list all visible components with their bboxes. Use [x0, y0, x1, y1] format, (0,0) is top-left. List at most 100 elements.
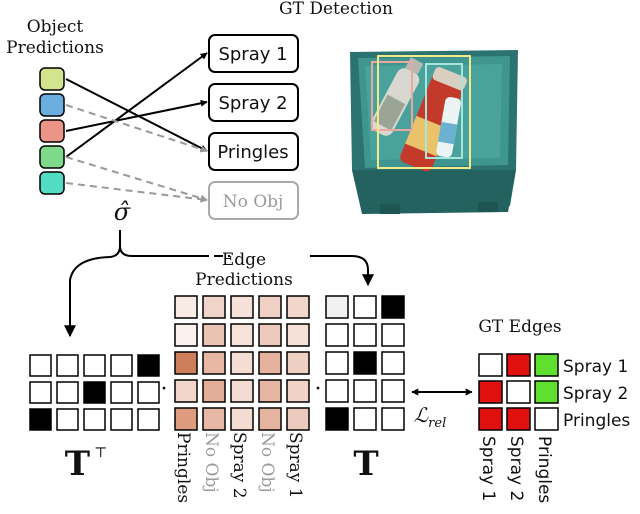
edge-pred-cell-3-3 [258, 379, 282, 403]
prediction-swatch-1 [39, 93, 65, 117]
gt-edge-cell-0-1 [506, 353, 531, 377]
gt-edge-cell-0-0 [478, 353, 503, 377]
dashed-link-2 [65, 182, 208, 203]
edge-pred-cell-1-0 [174, 323, 198, 347]
detection-box-spray2 [208, 83, 299, 122]
t-transpose-cell-0-0 [29, 354, 52, 377]
t-transpose-cell-0-2 [83, 354, 106, 377]
gt-edges-title: GT Edges [478, 317, 561, 337]
gt-detection-photo [345, 42, 525, 222]
detection-label-spray1: Spray 1 [218, 44, 287, 65]
t-cell-1-1 [353, 323, 377, 347]
t-matrix [325, 295, 405, 431]
edge-predictions-title-line2: Predictions [195, 270, 293, 290]
t-cell-0-1 [353, 295, 377, 319]
t-transpose-cell-2-1 [56, 408, 79, 431]
edge-pred-cell-3-0 [174, 379, 198, 403]
edge-axis-label-3: No Obj [257, 432, 277, 493]
edge-pred-cell-3-4 [286, 379, 310, 403]
edge-pred-cell-3-2 [230, 379, 254, 403]
t-cell-4-1 [353, 407, 377, 431]
t-transpose-cell-0-1 [56, 354, 79, 377]
edge-pred-cell-0-4 [286, 295, 310, 319]
t-cell-3-1 [353, 379, 377, 403]
edge-predictions-title-line1: Edge [222, 250, 266, 270]
edge-pred-cell-4-0 [174, 407, 198, 431]
solid-link-2 [65, 52, 208, 158]
t-transpose-matrix [29, 354, 160, 431]
prediction-swatch-0 [39, 67, 65, 91]
edge-pred-cell-1-3 [258, 323, 282, 347]
gt-edge-cell-1-2 [534, 380, 559, 404]
edge-pred-cell-4-4 [286, 407, 310, 431]
gt-edges-row-label-0: Spray 1 [563, 357, 628, 377]
edge-pred-cell-1-4 [286, 323, 310, 347]
object-predictions-title-line1: Object [27, 17, 84, 37]
t-cell-3-0 [325, 379, 349, 403]
solid-link-1 [65, 99, 208, 132]
dot-operator-2: · [315, 377, 322, 402]
gt-edge-cell-1-1 [506, 380, 531, 404]
t-transpose-cell-1-0 [29, 381, 52, 404]
detection-box-pringles [208, 132, 299, 171]
edge-axis-label-1: No Obj [201, 432, 221, 493]
t-transpose-cell-0-4 [137, 354, 160, 377]
edge-pred-cell-2-3 [258, 351, 282, 375]
edge-pred-cell-4-2 [230, 407, 254, 431]
gt-edges-col-labels: Spray 1 Spray 2 Pringles [478, 436, 554, 503]
prediction-swatches [39, 67, 65, 195]
gt-edge-cell-2-2 [534, 407, 559, 431]
gt-edge-cell-2-0 [478, 407, 503, 431]
t-cell-0-2 [381, 295, 405, 319]
assignment-connectors [64, 230, 374, 338]
t-transpose-cell-2-4 [137, 408, 160, 431]
edge-axis-label-2: Spray 2 [229, 432, 249, 499]
gt-edges-col-label-0: Spray 1 [478, 436, 498, 501]
gt-edges-row-label-1: Spray 2 [563, 384, 628, 404]
edge-pred-cell-3-1 [202, 379, 226, 403]
t-label: T [353, 444, 378, 484]
gt-edge-cell-2-1 [506, 407, 531, 431]
t-cell-1-2 [381, 323, 405, 347]
edge-pred-cell-2-0 [174, 351, 198, 375]
t-cell-4-2 [381, 407, 405, 431]
t-cell-3-2 [381, 379, 405, 403]
edge-pred-cell-1-1 [202, 323, 226, 347]
t-transpose-label: T⊤ [65, 444, 107, 484]
edge-pred-cell-4-3 [258, 407, 282, 431]
gt-edges-col-label-1: Spray 2 [506, 436, 526, 501]
edge-pred-cell-0-0 [174, 295, 198, 319]
t-transpose-cell-2-3 [110, 408, 133, 431]
gt-edges-col-label-2: Pringles [534, 436, 554, 503]
t-cell-1-0 [325, 323, 349, 347]
object-predictions-title-line2: Predictions [6, 38, 104, 58]
t-cell-2-0 [325, 351, 349, 375]
relation-loss-label: ℒrel [414, 403, 446, 431]
dot-operator-1: · [161, 377, 168, 402]
t-cell-2-1 [353, 351, 377, 375]
edge-pred-cell-2-1 [202, 351, 226, 375]
edge-axis-label-0: Pringles [173, 432, 193, 503]
sigma-hat-label: σ̂ [114, 198, 131, 226]
edge-pred-cell-0-2 [230, 295, 254, 319]
detection-box-no-obj [208, 181, 299, 220]
detection-box-spray1 [208, 34, 299, 73]
detection-label-no-obj: No Obj [223, 192, 284, 212]
t-transpose-cell-0-3 [110, 354, 133, 377]
prediction-swatch-2 [39, 119, 65, 143]
prediction-swatch-4 [39, 171, 65, 195]
edge-pred-cell-2-4 [286, 351, 310, 375]
edge-pred-cell-4-1 [202, 407, 226, 431]
dashed-link-0 [65, 104, 208, 153]
t-transpose-cell-1-1 [56, 381, 79, 404]
edge-pred-cell-0-3 [258, 295, 282, 319]
solid-link-0 [65, 78, 208, 152]
edge-predictions-matrix [174, 295, 310, 431]
t-transpose-cell-1-2 [83, 381, 106, 404]
gt-edges-matrix [478, 353, 559, 431]
edge-pred-cell-0-1 [202, 295, 226, 319]
t-transpose-cell-2-0 [29, 408, 52, 431]
t-cell-2-2 [381, 351, 405, 375]
